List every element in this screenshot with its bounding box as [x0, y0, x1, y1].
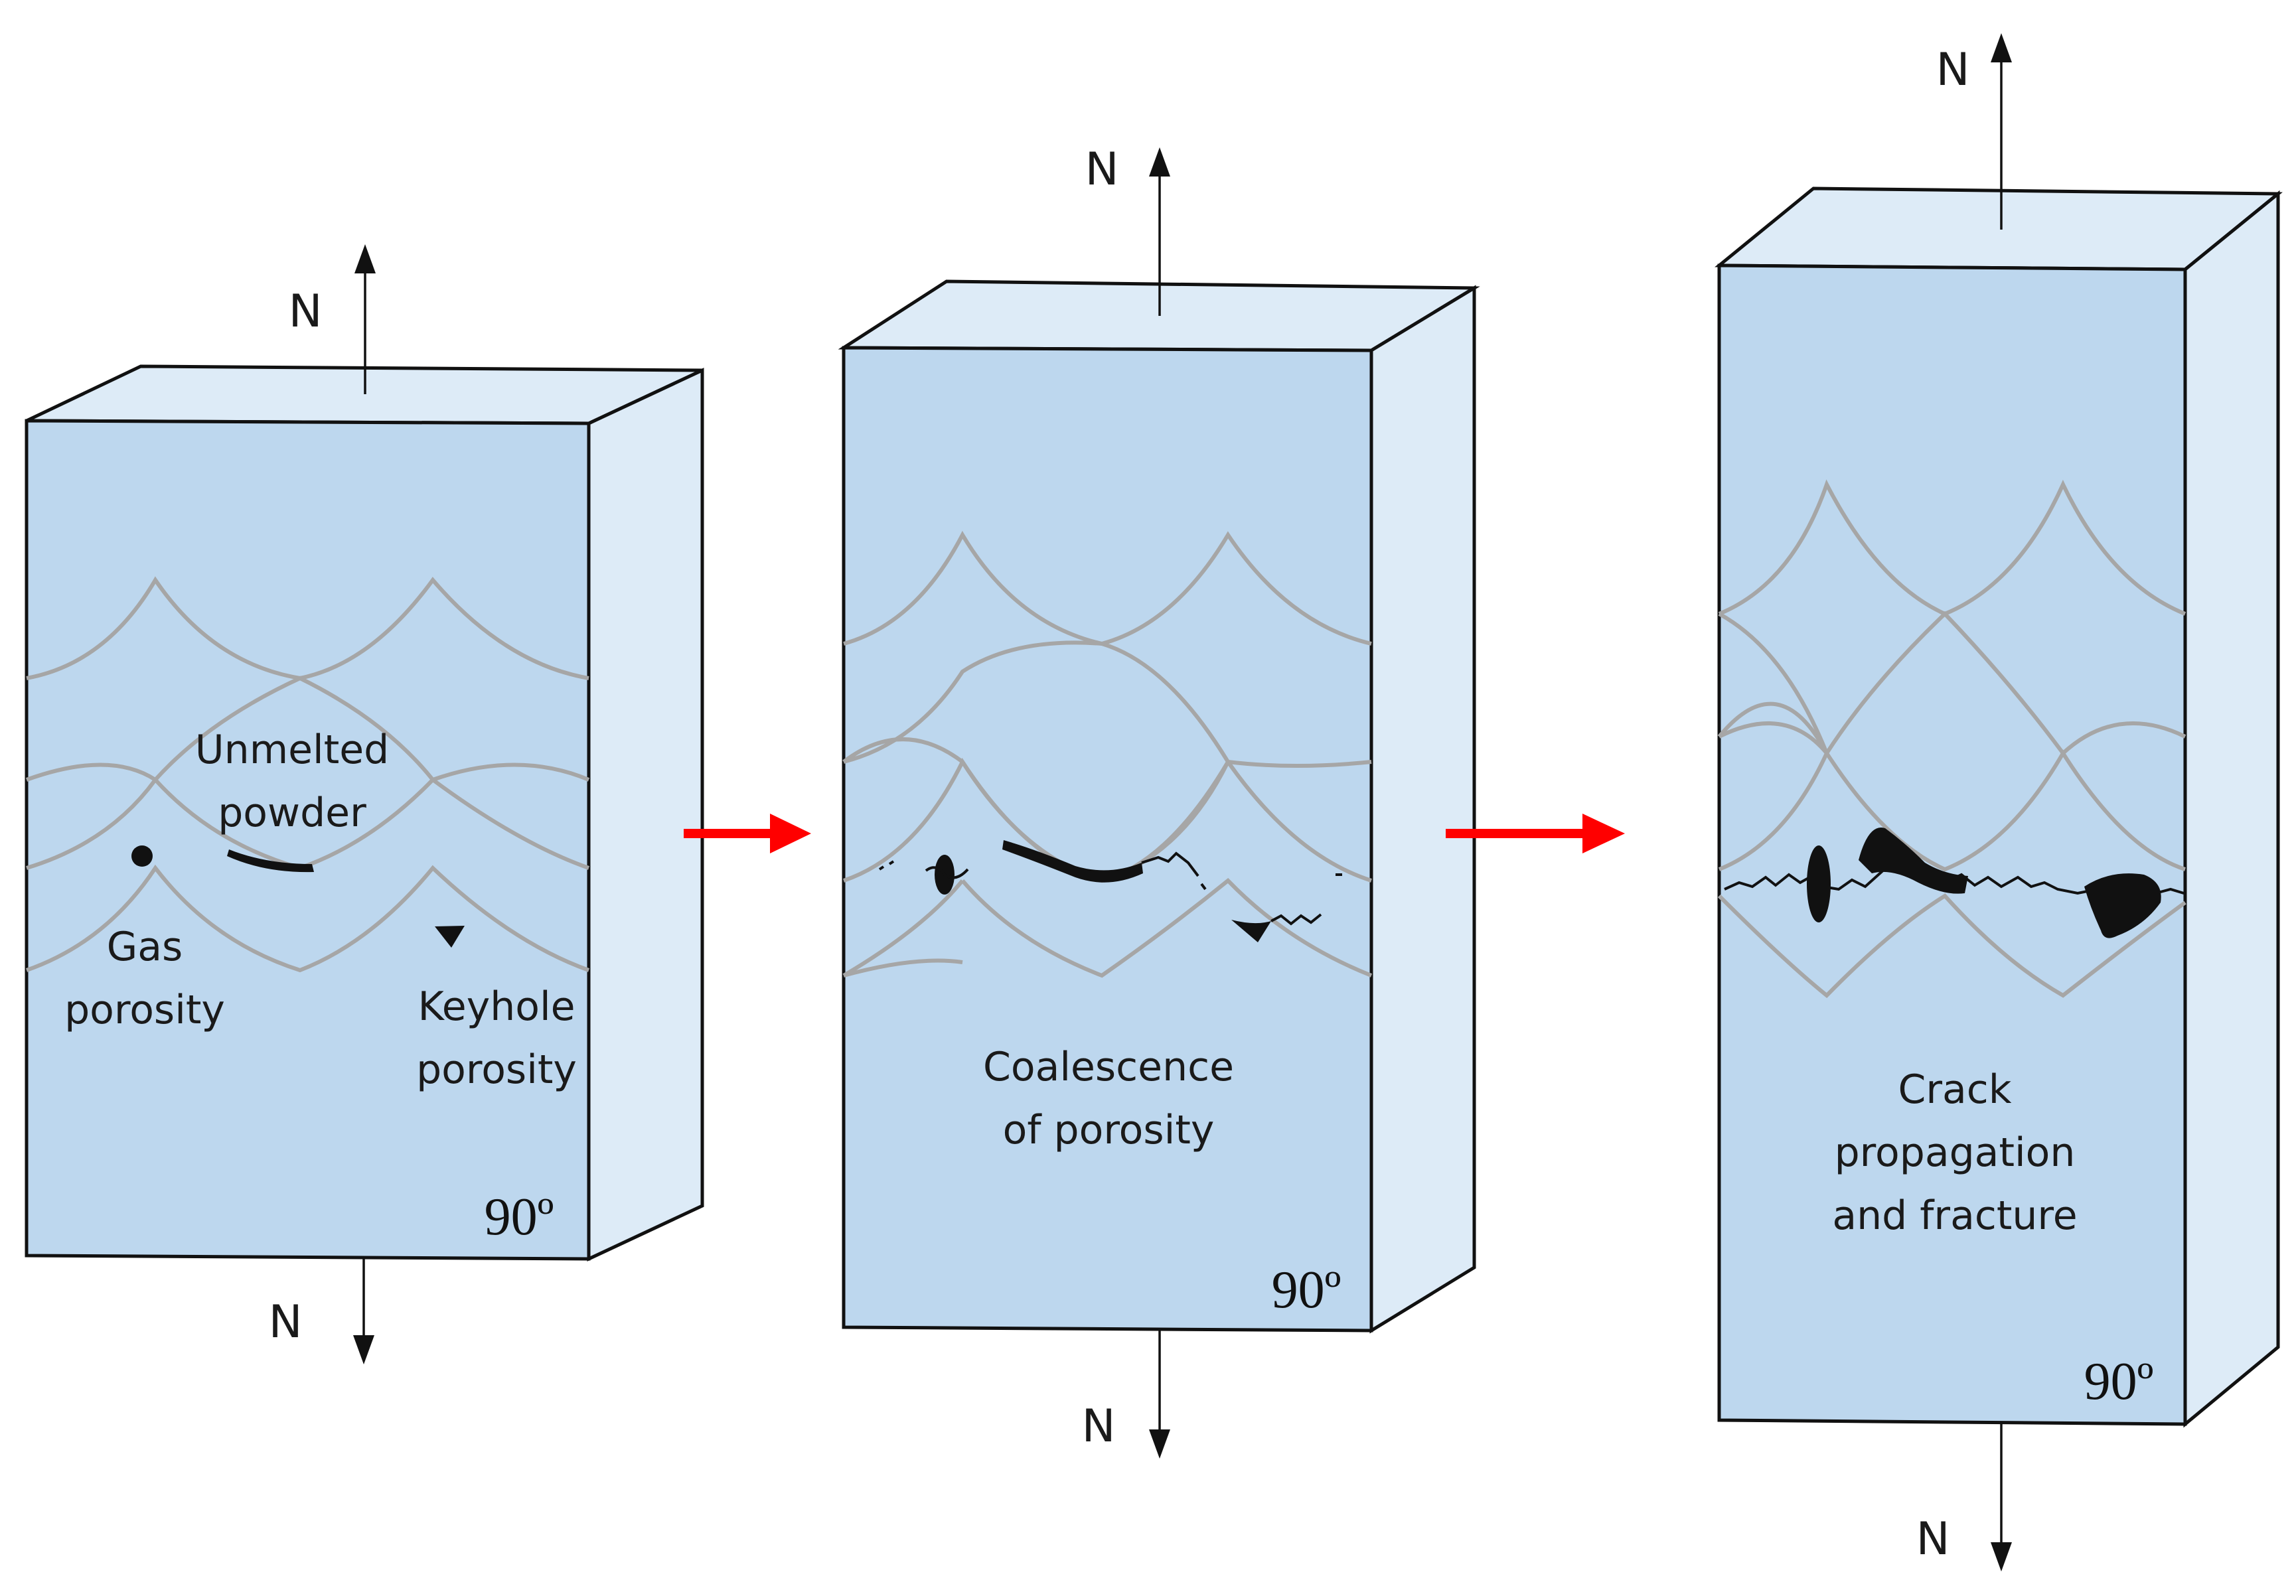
- unmelted-label-line1: Unmelted: [195, 727, 390, 773]
- keyhole-pore: [435, 926, 465, 948]
- force-label-bottom-3: N: [1916, 1513, 1950, 1565]
- gas-pore: [131, 845, 153, 867]
- panel-3: Crack propagation and fracture 90º N N: [1715, 33, 2283, 1571]
- panel-1: Unmelted powder Gas porosity Keyhole por…: [25, 244, 704, 1364]
- load-arrow-top-3: N: [1936, 33, 2012, 230]
- load-arrow-top-2: N: [1085, 143, 1170, 316]
- load-arrow-bottom-2: N: [1082, 1331, 1170, 1459]
- stage-label-2-line2: of porosity: [1003, 1107, 1215, 1153]
- specimen-block-1: [25, 364, 704, 1262]
- force-label-top-3: N: [1936, 44, 1970, 96]
- load-arrow-bottom-3: N: [1916, 1424, 2012, 1571]
- fractured-gas-pore: [1807, 845, 1831, 922]
- angle-label-1: 90º: [485, 1188, 554, 1246]
- stage-label-3-line1: Crack: [1898, 1066, 2011, 1113]
- specimen-block-2: [838, 279, 1480, 1334]
- defects-1: [131, 845, 465, 948]
- fractured-keyhole-defect: [2084, 873, 2161, 938]
- labels-2: Coalescence of porosity 90º: [983, 1044, 1341, 1319]
- keyhole-label-line2: porosity: [416, 1047, 577, 1093]
- coalesced-keyhole-defect: [1231, 920, 1271, 942]
- load-arrow-top-1: N: [289, 244, 376, 394]
- unmelted-label-line2: powder: [218, 790, 366, 836]
- unmelted-powder-defect: [227, 849, 314, 873]
- stage-label-2-line1: Coalescence: [983, 1044, 1234, 1090]
- force-label-bottom-2: N: [1082, 1400, 1116, 1453]
- melt-pool-boundaries-1: [25, 576, 590, 973]
- defects-2: [878, 840, 1342, 942]
- angle-label-2: 90º: [1272, 1261, 1341, 1319]
- load-arrow-bottom-1: N: [269, 1259, 374, 1364]
- stage-arrow-2: [1446, 814, 1625, 853]
- keyhole-label-line1: Keyhole: [418, 983, 575, 1030]
- force-label-bottom-1: N: [269, 1296, 303, 1348]
- stage-label-3-line3: and fracture: [1832, 1193, 2077, 1239]
- force-label-top-2: N: [1085, 143, 1119, 196]
- stage-arrow-1: [684, 814, 811, 853]
- specimen-block-3: [1715, 186, 2283, 1428]
- angle-label-3: 90º: [2084, 1352, 2154, 1411]
- labels-3: Crack propagation and fracture 90º: [1832, 1066, 2153, 1411]
- gas-label-line2: porosity: [64, 987, 225, 1033]
- fractured-unmelted-defect: [1859, 828, 1968, 894]
- labels-1: Unmelted powder Gas porosity Keyhole por…: [64, 727, 577, 1246]
- stage-label-3-line2: propagation: [1835, 1129, 2076, 1176]
- panel-2: Coalescence of porosity 90º N N: [838, 143, 1480, 1459]
- coalesced-unmelted-defect: [1002, 840, 1143, 883]
- force-label-top-1: N: [289, 285, 323, 338]
- defects-3: [1724, 828, 2184, 938]
- gas-label-line1: Gas: [107, 924, 183, 970]
- melt-pool-boundaries-3: [1717, 479, 2186, 999]
